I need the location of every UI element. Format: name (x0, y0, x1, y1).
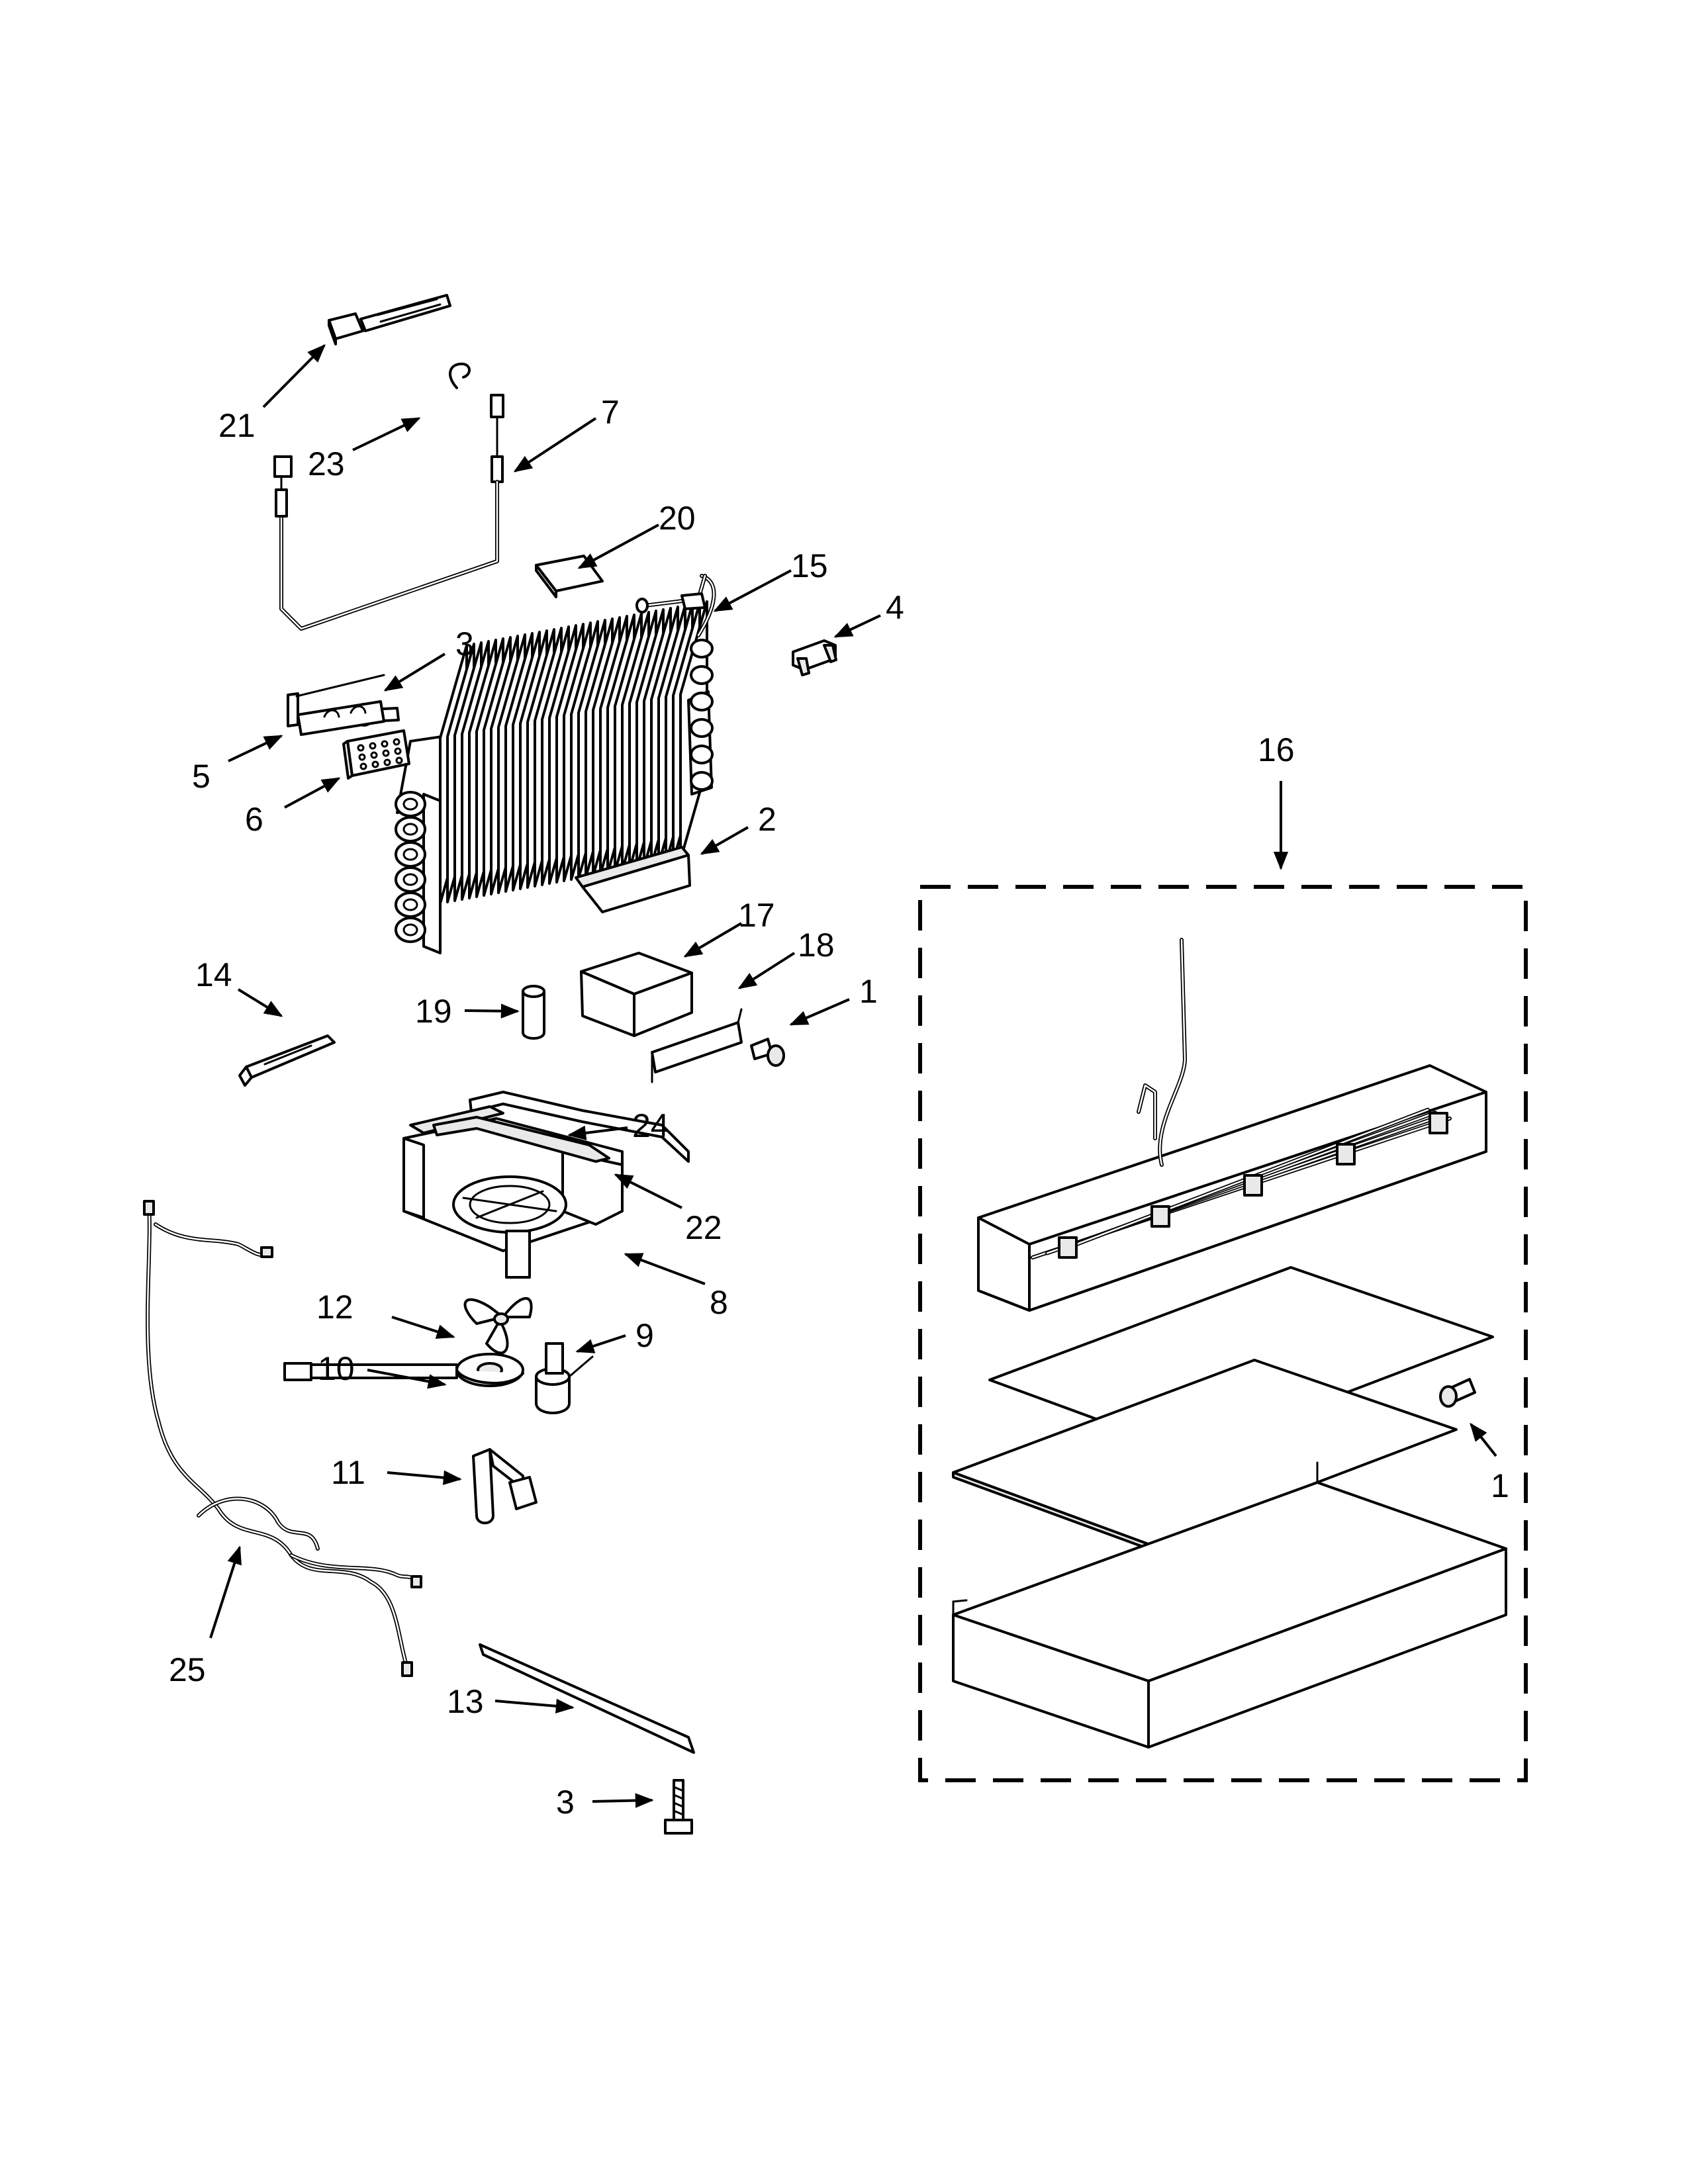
part-18-cover (651, 1008, 743, 1083)
part-12-fan-blade (463, 1297, 533, 1355)
part-23-clip (449, 362, 471, 389)
part-7-sensor-harness (273, 394, 504, 631)
callout-22: 22 (685, 1209, 722, 1246)
part-6-heater-pad (342, 729, 410, 780)
part-22-gasket (432, 1116, 610, 1163)
part-13-strip (479, 1643, 695, 1754)
callout-11: 11 (331, 1454, 365, 1491)
evaporator-coil (395, 574, 716, 954)
callout-23: 23 (308, 445, 345, 482)
part-16-sheets (952, 1266, 1494, 1551)
part-2-deflector (575, 846, 691, 913)
part-16-tray (977, 938, 1487, 1312)
callout-7: 7 (601, 394, 620, 431)
callout-20: 20 (659, 500, 696, 537)
callout-1-lower: 1 (1491, 1467, 1509, 1504)
part-16-assembly-box (918, 885, 1528, 1782)
callout-9: 9 (635, 1317, 654, 1354)
callout-25: 25 (169, 1651, 206, 1688)
part-3-screw-lower (664, 1779, 693, 1835)
callout-14: 14 (195, 956, 232, 993)
callout-12: 12 (316, 1289, 353, 1326)
part-17-box (580, 952, 693, 1037)
callout-10: 10 (318, 1350, 355, 1387)
part-5-bracket (287, 674, 385, 736)
part-25-wire-harness (143, 1200, 422, 1677)
callout-3-upper: 3 (455, 625, 474, 662)
callout-6: 6 (245, 801, 263, 838)
callout-arrows (209, 344, 1497, 1808)
callout-19: 19 (415, 993, 452, 1030)
callout-17: 17 (738, 897, 775, 934)
part-9-motor (535, 1342, 594, 1414)
callout-1-upper: 1 (859, 973, 878, 1010)
part-11-bracket (472, 1448, 538, 1525)
part-16-pan (952, 1461, 1507, 1749)
callout-13: 13 (447, 1683, 484, 1720)
part-1-screw-upper (750, 1038, 785, 1067)
callout-labels: 21 23 7 20 15 4 3 5 6 2 17 18 1 14 19 16… (169, 394, 1509, 1821)
part-1-screw-lower (1439, 1378, 1476, 1408)
callout-16: 16 (1258, 731, 1295, 768)
callout-8: 8 (710, 1284, 728, 1321)
callout-2: 2 (758, 801, 776, 838)
callout-4: 4 (886, 589, 904, 626)
callout-5: 5 (192, 758, 211, 795)
part-4-clip (792, 639, 837, 676)
callout-15: 15 (791, 547, 828, 584)
callout-3-lower: 3 (556, 1784, 575, 1821)
callout-21: 21 (218, 407, 256, 444)
part-15-tube (635, 574, 707, 614)
part-19-grommet (522, 985, 545, 1040)
callout-24: 24 (632, 1107, 669, 1144)
callout-18: 18 (798, 927, 835, 964)
part-21-cable-tie (328, 294, 451, 345)
part-14-thermostat (238, 1034, 336, 1087)
